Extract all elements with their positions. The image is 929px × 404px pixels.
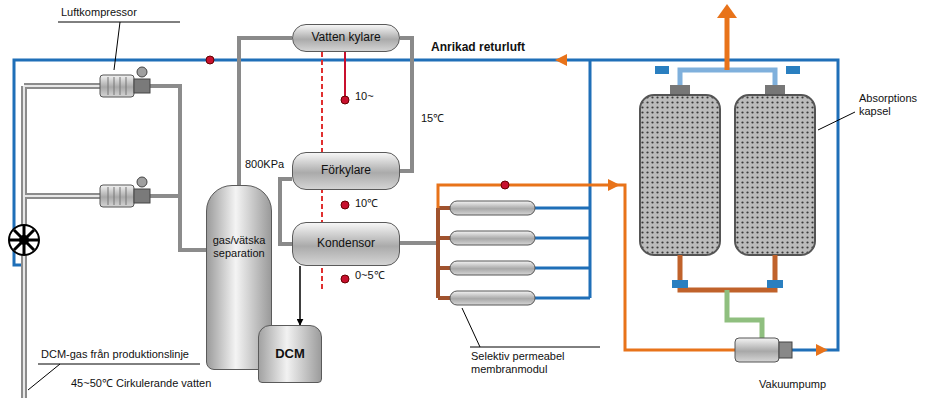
absorption-capsule bbox=[735, 95, 815, 255]
process-pipe bbox=[400, 38, 412, 171]
exhaust-arrow bbox=[717, 4, 737, 18]
rotary-valve-spokes bbox=[10, 226, 38, 254]
condenser: Kondensor bbox=[292, 222, 400, 266]
capsule-cap bbox=[670, 85, 690, 95]
process-pipe bbox=[280, 179, 292, 244]
suction-pipe bbox=[727, 290, 762, 338]
temperature-value: 10~ bbox=[354, 90, 375, 103]
capsule-bottom-pipe bbox=[680, 255, 775, 290]
part-name: Luftkompressor bbox=[60, 6, 138, 19]
compressor-valve bbox=[137, 67, 147, 77]
process-pipe bbox=[239, 38, 292, 185]
node-text: Kondensor bbox=[317, 237, 375, 251]
node-text: gas/vätska separation bbox=[210, 234, 268, 259]
temperature-value: 15℃ bbox=[420, 112, 445, 125]
compressor-valve bbox=[137, 177, 147, 187]
node-text: Förkylare bbox=[321, 164, 371, 178]
water-cooler: Vatten kylare bbox=[292, 24, 400, 52]
absorption-capsule bbox=[640, 95, 720, 255]
compressor-outlet bbox=[150, 86, 206, 250]
leader-line bbox=[818, 112, 855, 130]
part-name: DCM-gas från produktionslinje bbox=[40, 348, 190, 361]
sensor-dot bbox=[501, 181, 509, 189]
temperature-value: 0~5℃ bbox=[354, 269, 386, 282]
condenser-outlet bbox=[400, 241, 438, 245]
note-text: 45~50℃ Cirkulerande vatten bbox=[70, 377, 212, 390]
sensor-dot bbox=[341, 275, 349, 283]
pressure-value: 800KPa bbox=[244, 158, 285, 171]
compressor-fins bbox=[108, 187, 126, 205]
valve bbox=[655, 66, 669, 74]
leader-line bbox=[462, 308, 600, 347]
flow-arrow bbox=[555, 54, 567, 66]
membrane-tube bbox=[450, 261, 535, 275]
vacuum-pump-head bbox=[779, 342, 792, 358]
flow-arrow bbox=[608, 179, 620, 191]
vacuum-pump bbox=[735, 338, 779, 362]
dcm-tank: DCM bbox=[258, 325, 322, 383]
compressor-fins bbox=[108, 77, 126, 95]
compressor-motor bbox=[100, 75, 134, 97]
valve bbox=[767, 280, 783, 288]
leader-line bbox=[58, 22, 180, 70]
capsule-top-pipe bbox=[680, 70, 775, 85]
temperature-value: 10℃ bbox=[354, 197, 379, 210]
exhaust-pipe bbox=[725, 18, 730, 70]
valve bbox=[672, 280, 688, 288]
drain-arrow bbox=[299, 266, 301, 325]
sensor-dot bbox=[206, 56, 214, 64]
sensor-dot bbox=[341, 201, 349, 209]
compressor-head bbox=[134, 189, 150, 203]
compressor-head bbox=[134, 79, 150, 93]
part-name: Selektiv permeabel membranmodul bbox=[470, 350, 622, 376]
part-name: Absorptions kapsel bbox=[858, 92, 926, 118]
retentate-line bbox=[535, 60, 590, 298]
membrane-tube bbox=[450, 201, 535, 215]
flow-arrow bbox=[816, 344, 828, 356]
rotary-valve-hub bbox=[19, 235, 29, 245]
cooling-water-line bbox=[344, 52, 346, 100]
sensor-dot bbox=[341, 96, 349, 104]
capsule-cap bbox=[765, 85, 785, 95]
return-air-line bbox=[14, 60, 838, 350]
flow-label: Anrikad returluft bbox=[430, 40, 526, 54]
membrane-manifold bbox=[438, 208, 450, 298]
membrane-tube bbox=[450, 291, 535, 305]
node-text: DCM bbox=[275, 347, 305, 362]
rotary-valve bbox=[9, 225, 39, 255]
part-name: Vakuumpump bbox=[758, 378, 827, 391]
compressor-motor bbox=[100, 185, 134, 207]
node-text: Vatten kylare bbox=[311, 31, 380, 45]
membrane-tube bbox=[450, 231, 535, 245]
pre-cooler: Förkylare bbox=[292, 152, 400, 190]
valve bbox=[786, 66, 800, 74]
